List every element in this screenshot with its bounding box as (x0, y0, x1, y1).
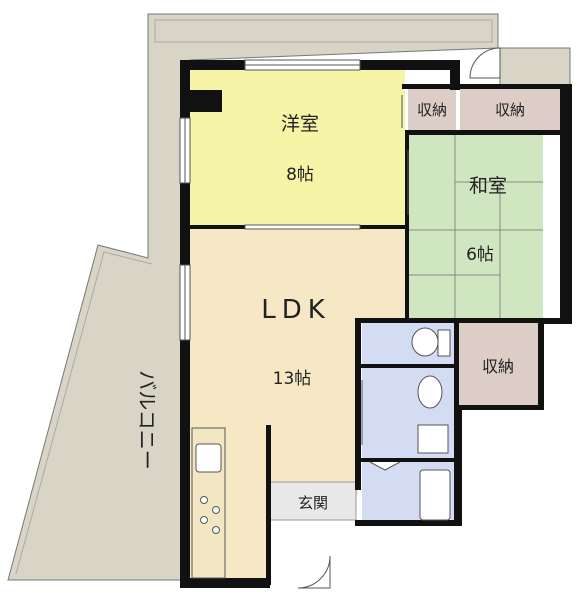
japanese-room (408, 135, 543, 318)
stove-burner (212, 526, 220, 534)
western-room (190, 70, 405, 225)
storage-room-1 (408, 88, 456, 130)
storage-label-3: 収納 (482, 357, 514, 376)
balcony-rail (154, 19, 493, 43)
tatami-lines (408, 135, 543, 318)
toilet-fixture (411, 327, 439, 357)
balcony-label: バルコニー (135, 370, 159, 470)
stove-burner (212, 506, 220, 514)
ldk-room-name: LDK (261, 295, 331, 325)
fixtures (191, 327, 451, 579)
doors (297, 47, 501, 589)
storage-room-3 (458, 322, 538, 407)
external-storage-top (499, 47, 571, 87)
japanese-room-size: 6帖 (466, 245, 494, 265)
washbasin-fixture (417, 375, 443, 409)
storage-label-2: 収納 (495, 101, 525, 119)
entrance-area (269, 481, 357, 521)
storage-label-1: 収納 (417, 101, 447, 119)
western-room-name: 洋室 (281, 113, 319, 135)
bathtub-fixture (419, 469, 451, 521)
western-room-size: 8帖 (286, 165, 314, 185)
toilet-tank (437, 329, 451, 357)
japanese-room-name: 和室 (469, 175, 507, 197)
stove-burner (200, 516, 208, 524)
kitchen-sink (195, 443, 222, 473)
shower-fixture (417, 424, 449, 454)
windows (179, 59, 361, 341)
stove-burner (200, 496, 208, 504)
storage-room-2 (460, 88, 560, 130)
entrance-label: 玄関 (298, 494, 328, 512)
balcony-rail-left (15, 251, 153, 575)
ldk-room-size: 13帖 (273, 369, 312, 389)
